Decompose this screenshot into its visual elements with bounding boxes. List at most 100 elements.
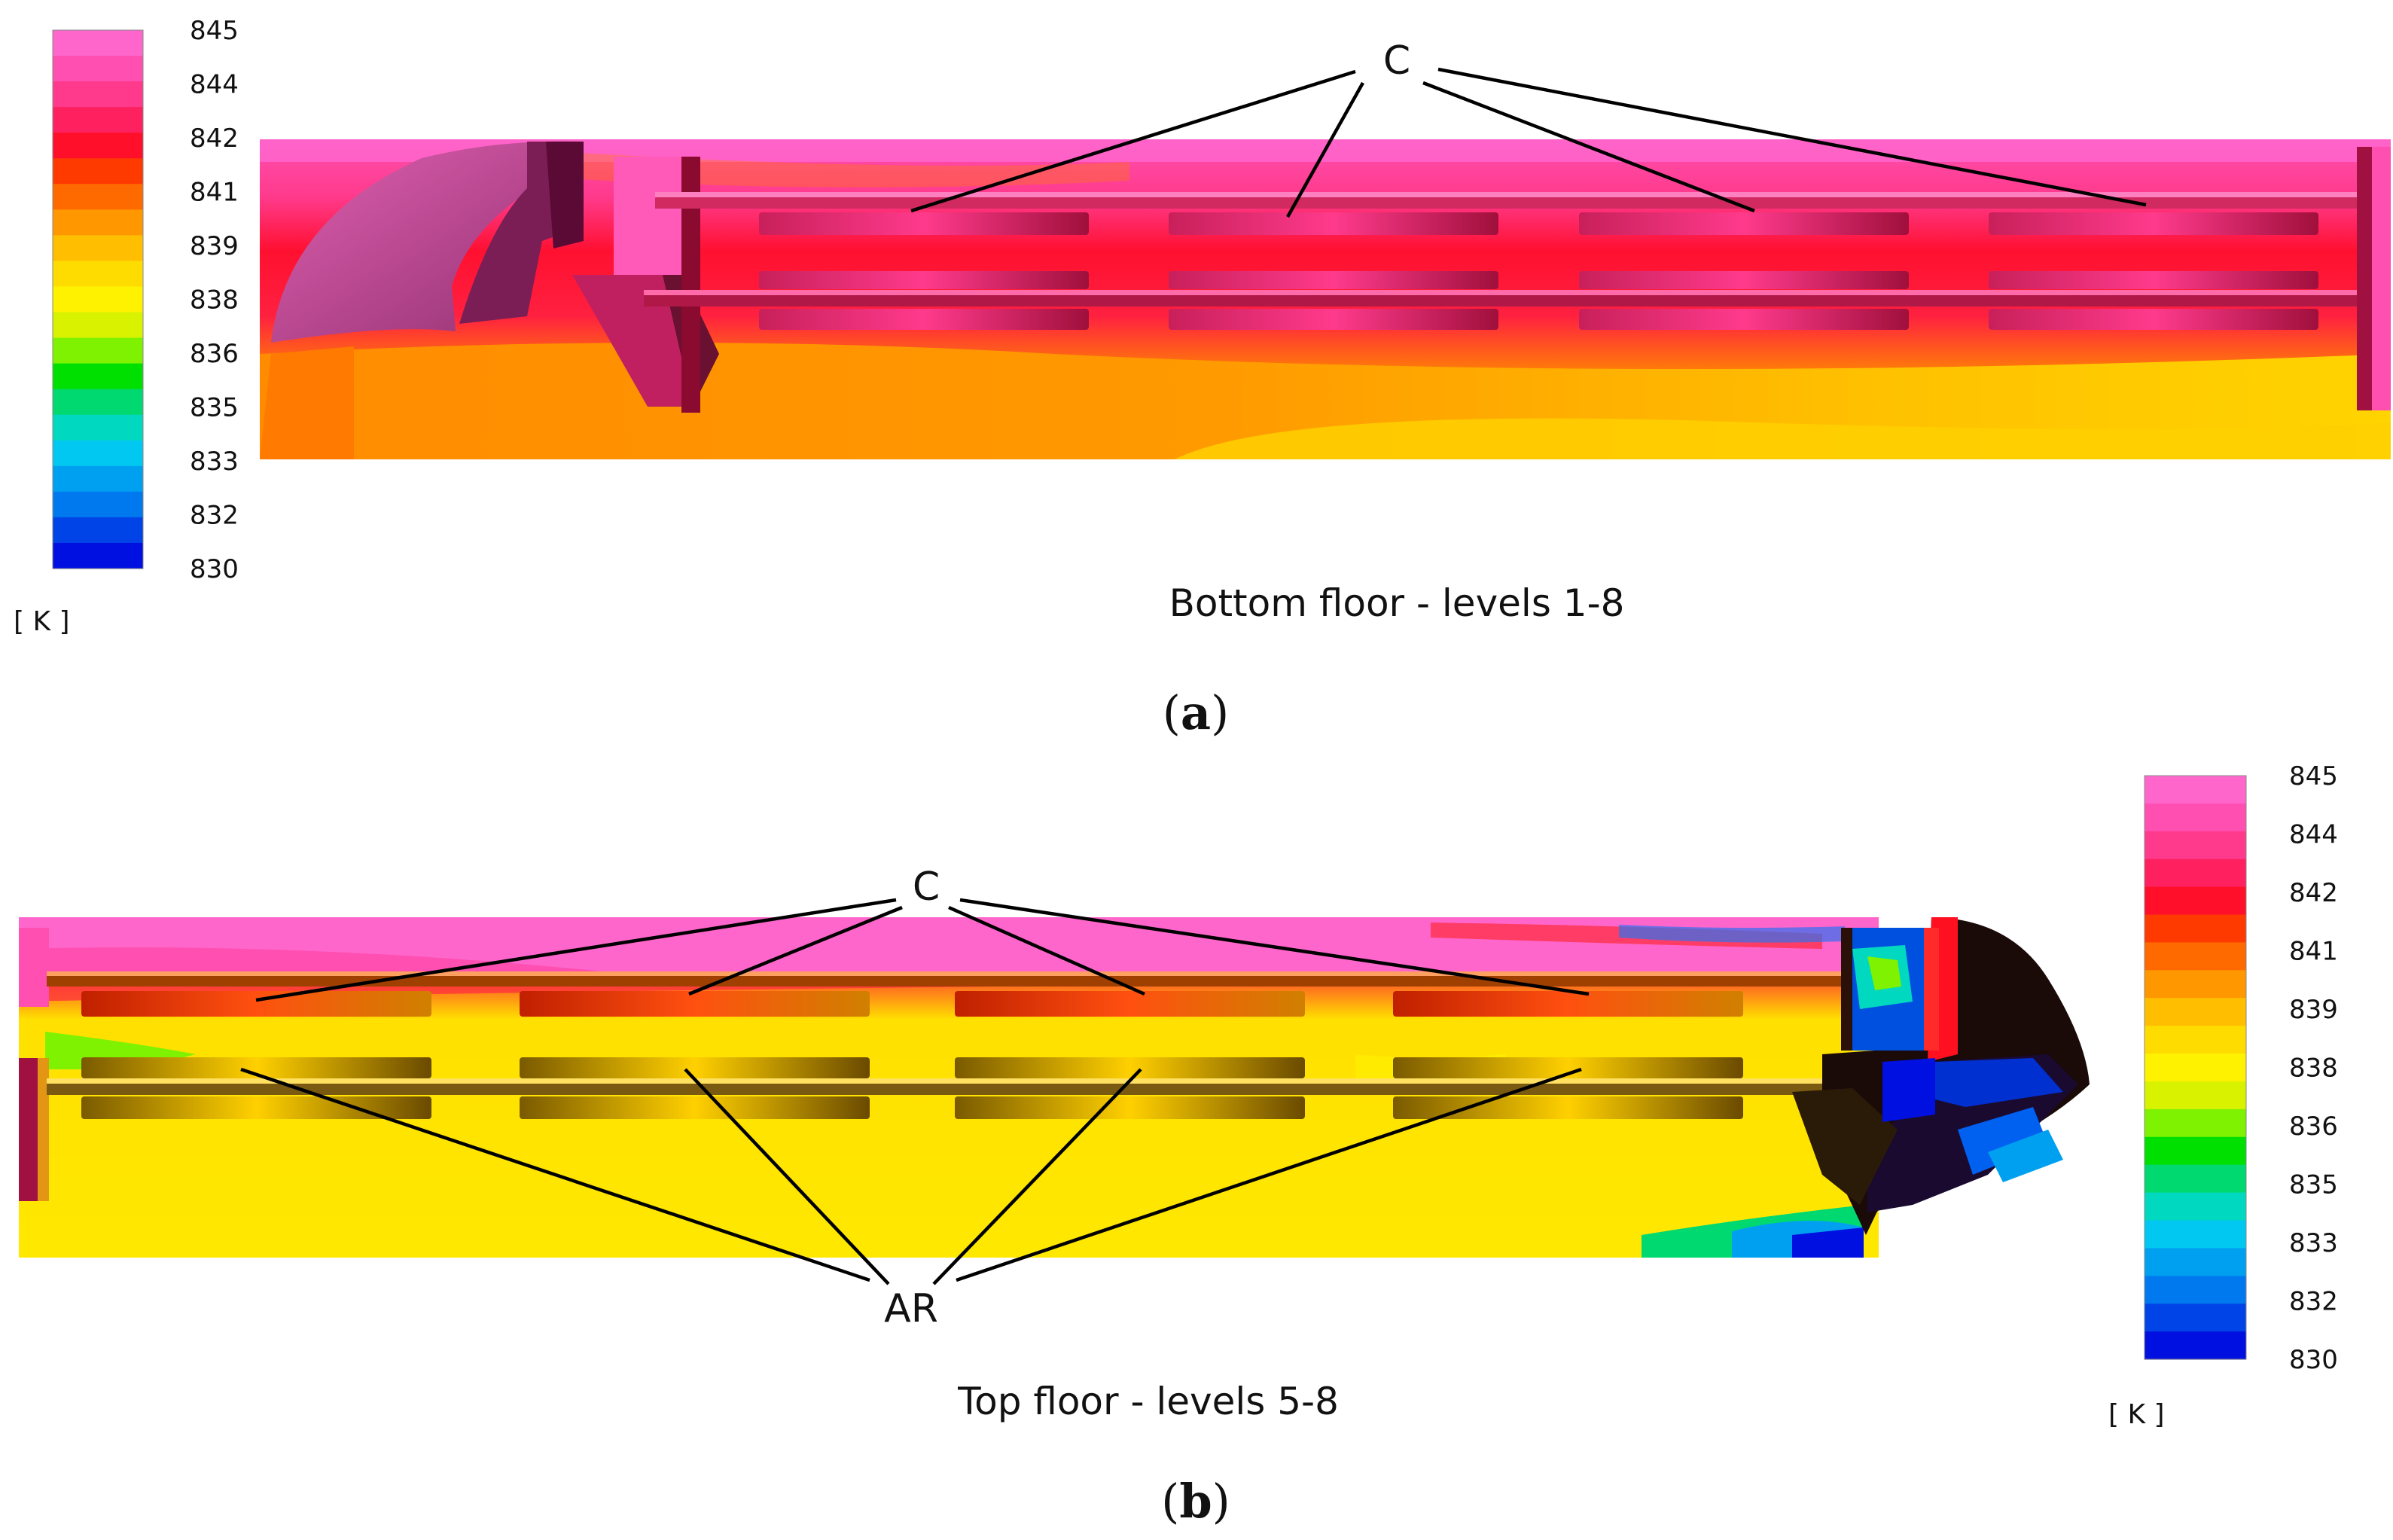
- discs-b-disc: [1393, 1057, 1743, 1078]
- colorbar-b-band: [2145, 1192, 2246, 1221]
- panel-label-a: (a): [1163, 685, 1230, 740]
- left-wall-b: [19, 928, 49, 1201]
- colorbar-b-band: [2145, 914, 2246, 944]
- callout-c-b-label: C: [913, 865, 940, 910]
- discs-a-disc: [759, 212, 1089, 235]
- caption-b: Top floor - levels 5-8: [957, 1380, 1339, 1423]
- panel-label-b: (b): [1161, 1474, 1230, 1529]
- colorbar-a-band: [53, 312, 143, 339]
- right-wall-a: [2357, 147, 2391, 410]
- callout-c-a-label: C: [1383, 38, 1410, 84]
- colorbar-a-band: [53, 491, 143, 518]
- discs-b-disc: [81, 1057, 431, 1078]
- colorbar-b-tick-label: 835: [2289, 1170, 2338, 1200]
- colorbar-a-band: [53, 440, 143, 467]
- colorbar-b-band: [2145, 1331, 2246, 1360]
- discs-b-disc: [520, 1057, 870, 1078]
- colorbar-b-band: [2145, 803, 2246, 832]
- colorbar-b-tick-label: 839: [2289, 995, 2338, 1025]
- colorbar-a-unit: [ K ]: [14, 606, 70, 637]
- colorbar-b-band: [2145, 998, 2246, 1026]
- colorbar-a-band: [53, 133, 143, 159]
- colorbar-a-band: [53, 389, 143, 416]
- colorbar-a-band: [53, 337, 143, 364]
- discs-a-disc: [1579, 271, 1909, 289]
- colorbar-a-band: [53, 209, 143, 236]
- colorbar-b-unit: [ K ]: [2108, 1399, 2165, 1430]
- discs-b-disc: [955, 1057, 1305, 1078]
- caption-a: Bottom floor - levels 1-8: [1169, 581, 1625, 625]
- colorbar-b-tick-label: 830: [2289, 1345, 2338, 1375]
- colorbar-a-band: [53, 56, 143, 82]
- colorbar-b-tick-label: 841: [2289, 937, 2338, 967]
- colorbar-a-band: [53, 184, 143, 210]
- colorbar-b-band: [2145, 858, 2246, 888]
- discs-a-disc: [1579, 309, 1909, 330]
- callout-ar-b: AR: [240, 1067, 1582, 1331]
- discs-b-disc: [520, 1096, 870, 1119]
- colorbar-a-tick-label: 844: [190, 70, 239, 100]
- colorbar-b-band: [2145, 1108, 2246, 1138]
- colorbar-b-band: [2145, 831, 2246, 860]
- colorbar-a-tick-label: 832: [190, 501, 239, 531]
- colorbar-b-tick-label: 833: [2289, 1228, 2338, 1258]
- discs-a-disc: [759, 309, 1089, 330]
- colorbar-b-band: [2145, 886, 2246, 916]
- colorbar-b-tick-label: 844: [2289, 820, 2338, 850]
- colorbar-b-band: [2145, 1164, 2246, 1194]
- discs-b-disc: [955, 1096, 1305, 1119]
- discs-b-disc: [955, 991, 1305, 1017]
- discs-a-disc: [1169, 212, 1498, 235]
- colorbar-b-tick-label: 838: [2289, 1054, 2338, 1084]
- discs-a-disc: [759, 271, 1089, 289]
- callout-c-b: C: [255, 865, 1590, 1002]
- discs-a-disc: [1169, 271, 1498, 289]
- discs-b: [81, 991, 1743, 1119]
- colorbar-b-tick-label: 832: [2289, 1287, 2338, 1317]
- discs-b-disc: [81, 991, 431, 1017]
- colorbar-b-band: [2145, 1220, 2246, 1249]
- colorbar-b-band: [2145, 1026, 2246, 1054]
- colorbar-a-band: [53, 517, 143, 544]
- discs-a: [759, 212, 2318, 330]
- colorbar-a-tick-label: 830: [190, 554, 239, 584]
- discs-a-disc: [1989, 212, 2318, 235]
- colorbar-a-tick-label: 842: [190, 124, 239, 154]
- colorbar-b-band: [2145, 1248, 2246, 1276]
- colorbar-b-tick-label: 842: [2289, 878, 2338, 908]
- discs-b-disc: [1393, 991, 1743, 1017]
- outlet-dome-b: [1792, 917, 2090, 1235]
- colorbar-b-band: [2145, 1054, 2246, 1082]
- colorbar-b-band: [2145, 1136, 2246, 1166]
- discs-b-disc: [520, 991, 870, 1017]
- colorbar-a-band: [53, 286, 143, 313]
- colorbar-a-band: [53, 107, 143, 133]
- colorbar-b-band: [2145, 942, 2246, 971]
- colorbar-a-tick-label: 841: [190, 178, 239, 208]
- colorbar-a-tick-label: 838: [190, 285, 239, 316]
- colorbar-a-band: [53, 542, 143, 569]
- discs-a-disc: [1989, 271, 2318, 289]
- colorbar-b-tick-label: 836: [2289, 1112, 2338, 1142]
- shafts-a: [644, 192, 2368, 306]
- colorbar-a-band: [53, 235, 143, 262]
- callout-c-a: C: [910, 38, 2147, 218]
- callout-ar-b-label: AR: [884, 1286, 938, 1331]
- colorbar-a-tick-label: 839: [190, 231, 239, 261]
- colorbar-a-tick-label: 835: [190, 393, 239, 423]
- colorbar-a-tick-label: 845: [190, 16, 239, 46]
- colorbar-b-band: [2145, 1081, 2246, 1110]
- colorbar-a-band: [53, 81, 143, 108]
- colorbar-a-band: [53, 363, 143, 390]
- discs-a-disc: [1579, 212, 1909, 235]
- colorbar-a-band: [53, 414, 143, 441]
- colorbar-a-band: [53, 465, 143, 492]
- inlet-dome-a: [271, 141, 584, 343]
- colorbar-a-band: [53, 30, 143, 56]
- colorbar-a-band: [53, 158, 143, 184]
